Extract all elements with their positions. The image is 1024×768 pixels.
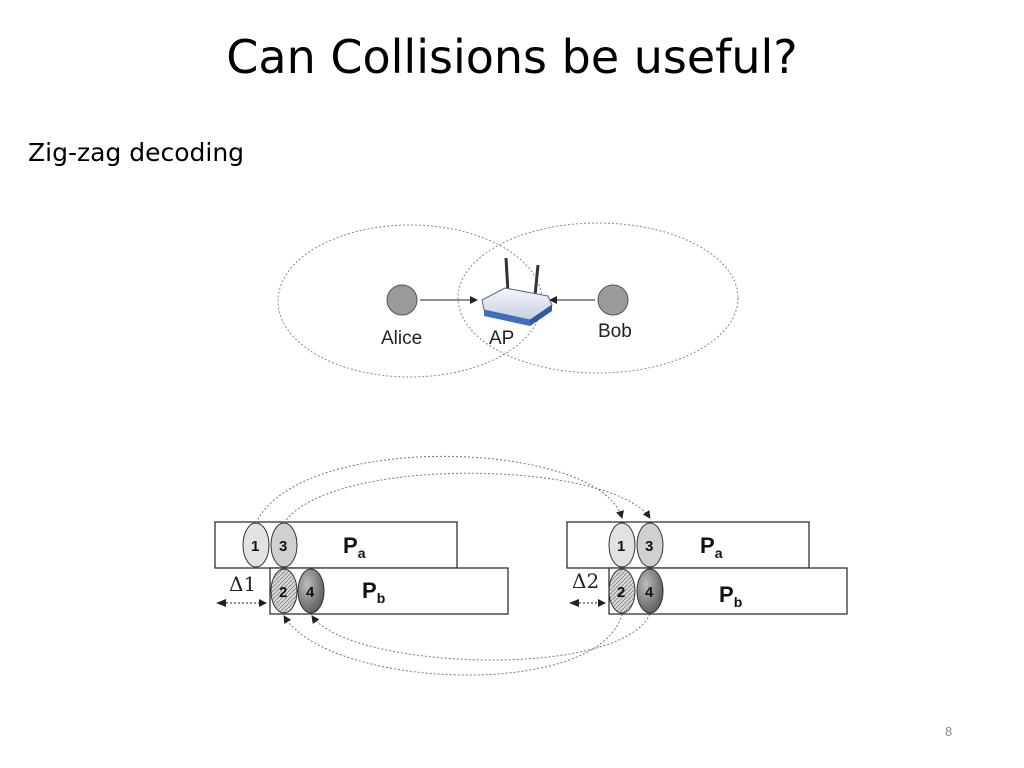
chunk-1-label: 1 bbox=[617, 538, 625, 555]
chunk-3-label: 3 bbox=[645, 538, 653, 555]
chunk-4 bbox=[297, 568, 325, 614]
zigzag-arrow-top-outer bbox=[255, 455, 624, 524]
collision-2: 1 3 2 4 Pa Pb Δ2 bbox=[566, 521, 848, 615]
offset-delta-1-label: Δ1 bbox=[229, 572, 256, 596]
chunk-2-label: 2 bbox=[279, 584, 287, 601]
slide-subtitle: Zig-zag decoding bbox=[28, 138, 245, 167]
chunk-2 bbox=[270, 568, 298, 614]
bob-node bbox=[597, 284, 629, 316]
zigzag-arrow-bottom-inner bbox=[311, 613, 651, 661]
offset-delta-2-label: Δ2 bbox=[572, 569, 599, 593]
chunk-1-label: 1 bbox=[251, 538, 259, 555]
chunk-4-label: 4 bbox=[306, 584, 315, 601]
alice-label: Alice bbox=[381, 328, 422, 349]
ap-label: AP bbox=[489, 328, 514, 349]
chunk-3-label: 3 bbox=[279, 538, 287, 555]
zigzag-arrow-top-inner bbox=[283, 472, 651, 524]
packet-b-label: Pb bbox=[362, 578, 385, 606]
chunk-2-label: 2 bbox=[617, 584, 625, 601]
packet-a-label: Pa bbox=[700, 533, 723, 561]
packet-b-label: Pb bbox=[719, 582, 742, 610]
chunk-4-label: 4 bbox=[645, 584, 654, 601]
chunk-2 bbox=[608, 568, 636, 614]
topology-diagram: Alice AP Bob bbox=[277, 222, 739, 378]
page-number: 8 bbox=[945, 724, 953, 739]
chunk-1 bbox=[608, 522, 636, 568]
collision-1: 1 3 2 4 Pa Pb Δ1 bbox=[214, 455, 651, 676]
alice-node bbox=[386, 284, 418, 316]
zigzag-arrow-bottom-outer bbox=[283, 613, 623, 676]
packet-a-label: Pa bbox=[343, 533, 366, 561]
router-icon bbox=[481, 257, 553, 326]
packet-a-bar bbox=[566, 521, 810, 569]
bob-label: Bob bbox=[598, 321, 632, 342]
chunk-4 bbox=[636, 568, 664, 614]
slide-title: Can Collisions be useful? bbox=[226, 30, 798, 84]
chunk-3 bbox=[636, 522, 664, 568]
bob-range-ellipse bbox=[457, 222, 739, 374]
